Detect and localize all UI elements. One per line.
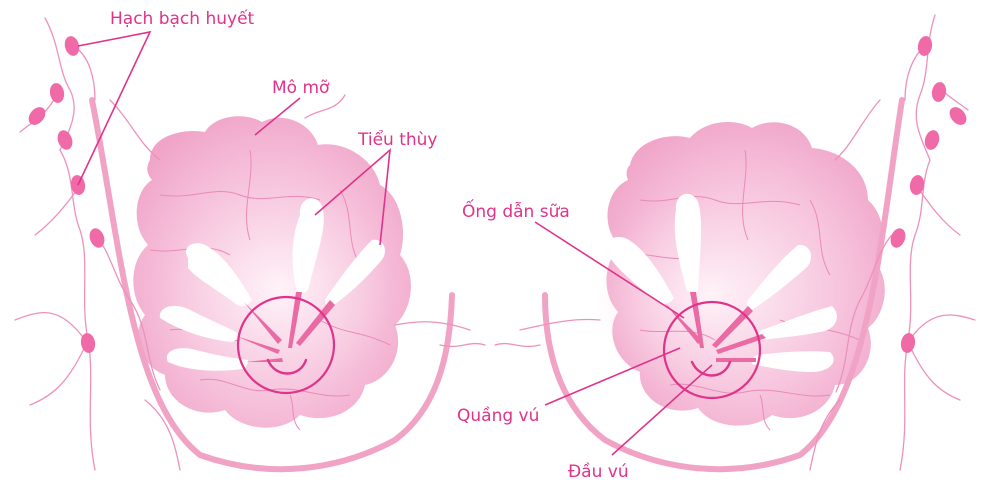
lymph-node — [888, 226, 908, 250]
leader-lymph-nodes — [78, 32, 150, 185]
label-fat-tissue: Mô mỡ — [272, 78, 330, 98]
lymph-node — [55, 128, 75, 152]
label-nipple: Đầu vú — [568, 461, 629, 482]
label-lobules: Tiểu thùy — [357, 129, 438, 150]
lymph-node — [48, 82, 65, 104]
lymph-node — [899, 332, 916, 354]
right-lymph-nodes — [888, 35, 970, 354]
left-breast — [15, 18, 485, 470]
lymph-node — [946, 104, 970, 128]
lymph-node — [930, 81, 947, 103]
label-areola: Quầng vú — [457, 405, 539, 426]
label-lymph-nodes: Hạch bạch huyết — [110, 8, 255, 29]
label-milk-ducts: Ống dẫn sữa — [462, 198, 570, 222]
right-duct-5 — [716, 358, 756, 362]
lymph-node — [916, 35, 933, 57]
